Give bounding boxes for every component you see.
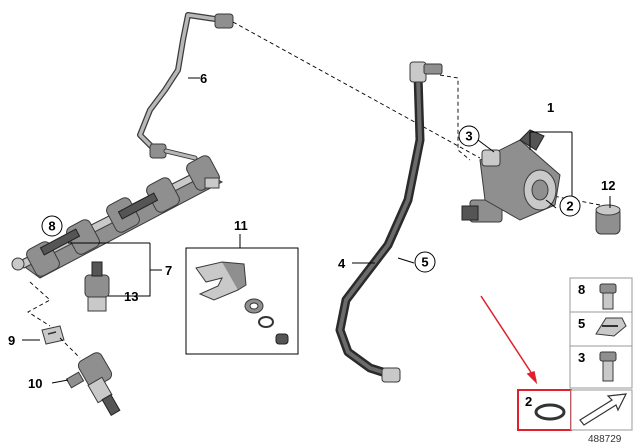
dashed-connection-line-to-pump — [232, 21, 481, 159]
callout-8: 8 — [48, 219, 55, 234]
callout-labels: 1 2 3 4 5 6 7 8 9 10 11 12 13 — [8, 71, 615, 391]
dashed-connection-hose-to-pump — [439, 74, 471, 161]
callout-1: 1 — [547, 100, 554, 115]
callout-12: 12 — [601, 178, 615, 193]
dashed-connection-injector — [27, 281, 81, 359]
small-parts-legend: 8 5 3 2 — [517, 277, 633, 431]
legend-label-2: 2 — [525, 394, 532, 409]
sleeve-part-12 — [595, 204, 621, 235]
callout-circle-5 — [414, 251, 436, 273]
high-pressure-pump-part-1 — [461, 129, 561, 223]
fuel-rail-part-7 — [11, 155, 224, 279]
legend-label-3: 3 — [578, 350, 585, 365]
callout-7: 7 — [165, 263, 172, 278]
callout-3: 3 — [465, 129, 472, 144]
highlight-arrow — [480, 295, 538, 385]
callout-9: 9 — [8, 333, 15, 348]
callout-circle-3 — [458, 125, 480, 147]
reference-number: 488729 — [588, 434, 622, 445]
bolt-icon — [599, 351, 617, 382]
arrow-icon — [579, 393, 628, 426]
pressure-sensor-part-13 — [84, 261, 110, 312]
screw-icon — [599, 283, 617, 310]
callout-2: 2 — [566, 199, 573, 214]
callout-circle-8 — [41, 215, 63, 237]
clamp-icon — [595, 317, 627, 337]
callout-6: 6 — [200, 71, 207, 86]
fuel-line-part-6 — [137, 12, 234, 161]
legend-label-8: 8 — [578, 282, 585, 297]
callout-10: 10 — [28, 376, 42, 391]
seal-kit-box-part-11 — [185, 247, 299, 355]
callout-11: 11 — [234, 218, 248, 233]
callout-5: 5 — [421, 255, 428, 270]
clip-part-9 — [41, 325, 65, 345]
callout-13: 13 — [124, 289, 138, 304]
callout-4: 4 — [338, 256, 346, 271]
injector-part-10 — [65, 352, 121, 416]
leader-lines — [22, 77, 611, 384]
fuel-hose-part-4 — [335, 61, 443, 383]
o-ring-icon — [534, 403, 566, 421]
callout-circle-2 — [559, 195, 581, 217]
legend-label-5: 5 — [578, 316, 585, 331]
